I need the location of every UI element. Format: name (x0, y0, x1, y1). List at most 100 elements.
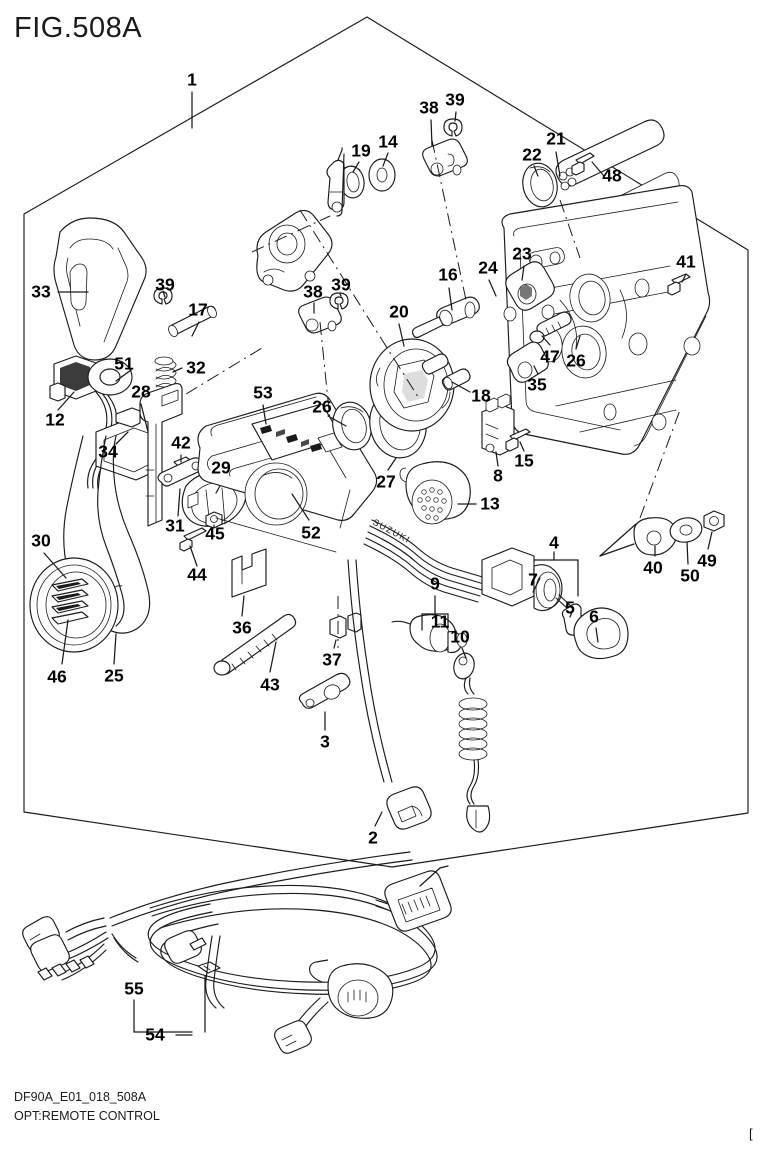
page-title: FIG.508A (14, 12, 143, 44)
part-39b-e-clip (153, 287, 173, 305)
callout-number-24: 24 (478, 257, 498, 278)
callout-number-22: 22 (522, 144, 542, 165)
suzuki-brand-text: SUZUKI (371, 517, 412, 545)
part-28-rail-bracket (139, 383, 183, 527)
callout-number-14: 14 (378, 131, 398, 152)
callout-number-29: 29 (211, 457, 231, 478)
callout-number-39c: 39 (331, 274, 351, 295)
part-20-cable-drum (369, 338, 455, 432)
callout-number-23: 23 (512, 243, 532, 264)
callout-number-18: 18 (471, 385, 491, 406)
callout-number-26: 26 (312, 396, 332, 417)
callout-number-50: 50 (680, 565, 700, 586)
callout-number-12: 12 (45, 409, 65, 430)
callout-number-21: 21 (546, 128, 566, 149)
part-13-round-connector (399, 461, 471, 525)
right-control-body-panel (501, 185, 711, 455)
callout-number-36: 36 (232, 617, 252, 638)
upper-mount-bracket (256, 209, 333, 292)
part-18-bushings (421, 353, 471, 391)
part-43-long-screw (213, 613, 297, 676)
part-45-nut (205, 511, 223, 529)
part-22-ring (522, 162, 558, 208)
part-rod-clamp (326, 147, 345, 217)
callout-number-19: 19 (351, 140, 371, 161)
callout-number-48: 48 (602, 165, 622, 186)
part-38-clamp-block-top (422, 138, 468, 177)
part-51-washer (87, 358, 133, 396)
part-6-cap-cover (573, 607, 629, 660)
callout-number-41: 41 (676, 251, 696, 272)
callout-number-39b: 39 (155, 274, 175, 295)
callout-number-53: 53 (253, 382, 273, 403)
part-39c-e-clip (329, 292, 349, 310)
footer-caption: OPT:REMOTE CONTROL (14, 1109, 160, 1123)
diagram-boundary-frame (23, 16, 749, 868)
part-16-shaft-bushing (411, 296, 480, 339)
part-38b-clamp-block (298, 296, 342, 334)
part-15-screw (505, 428, 531, 452)
part-52-control-housing: SUZUKI (197, 392, 412, 553)
part-35-lower-bracket (506, 341, 549, 383)
callout-number-42: 42 (171, 432, 191, 453)
callout-number-26b: 26 (566, 350, 586, 371)
callout-number-5: 5 (565, 597, 575, 618)
part-23-24-cluster (503, 261, 555, 322)
part-50-washer (669, 517, 703, 543)
callout-number-10: 10 (450, 626, 470, 647)
callout-number-38: 38 (419, 97, 439, 118)
part-7-ignition-switch (481, 547, 584, 621)
callout-number-46: 46 (47, 666, 67, 687)
callout-number-2: 2 (368, 827, 378, 848)
callout-number-8: 8 (493, 465, 503, 486)
callout-number-52: 52 (301, 522, 321, 543)
callout-number-30: 30 (31, 530, 51, 551)
wiring-loom (363, 519, 487, 603)
callout-number-43: 43 (260, 674, 280, 695)
part-26-left-bushing (332, 401, 372, 451)
callout-number-4: 4 (549, 532, 559, 553)
callout-number-17: 17 (188, 299, 208, 320)
callout-number-34: 34 (98, 441, 118, 462)
part-39-e-clip-top (443, 118, 463, 137)
callout-number-27: 27 (376, 471, 396, 492)
callout-number-51: 51 (114, 353, 134, 374)
callout-number-44: 44 (187, 564, 207, 585)
callout-number-15: 15 (514, 450, 534, 471)
callout-number-32: 32 (186, 357, 206, 378)
callout-number-9: 9 (430, 573, 440, 594)
figure-footer: DF90A_E01_018_508A OPT:REMOTE CONTROL (14, 1088, 160, 1126)
callout-number-33: 33 (31, 281, 51, 302)
part-3-mount-plate (298, 672, 351, 709)
callout-number-6: 6 (589, 606, 599, 627)
callout-number-55: 55 (124, 978, 144, 999)
callout-number-38b: 38 (303, 281, 323, 302)
coil-cord (458, 697, 488, 761)
callout-number-3: 3 (320, 731, 330, 752)
part-44-screw (179, 527, 207, 552)
callout-number-54: 54 (145, 1024, 165, 1045)
callout-number-28: 28 (131, 381, 151, 402)
callout-number-37: 37 (322, 649, 342, 670)
part-48-screw (571, 152, 605, 177)
part-14-washer (368, 158, 396, 192)
callout-number-47: 47 (540, 346, 560, 367)
callout-number-25: 25 (104, 665, 124, 686)
part-10-lanyard-clip (453, 652, 491, 833)
callout-number-7: 7 (528, 569, 538, 590)
part-2-control-cable (347, 559, 432, 830)
callout-number-11: 11 (430, 611, 450, 632)
callout-number-20: 20 (389, 301, 409, 322)
footer-code: DF90A_E01_018_508A (14, 1090, 147, 1104)
part-33-handle-grip (53, 217, 147, 361)
callout-number-16: 16 (438, 264, 458, 285)
part-37-grommets (329, 612, 362, 639)
part-49-nut (703, 510, 725, 532)
part-46-suzuki-emblem (51, 578, 89, 625)
part-54-wire-harness (22, 851, 452, 1054)
callout-number-35: 35 (527, 374, 547, 395)
callout-number-45: 45 (205, 523, 225, 544)
callout-number-31: 31 (165, 515, 185, 536)
